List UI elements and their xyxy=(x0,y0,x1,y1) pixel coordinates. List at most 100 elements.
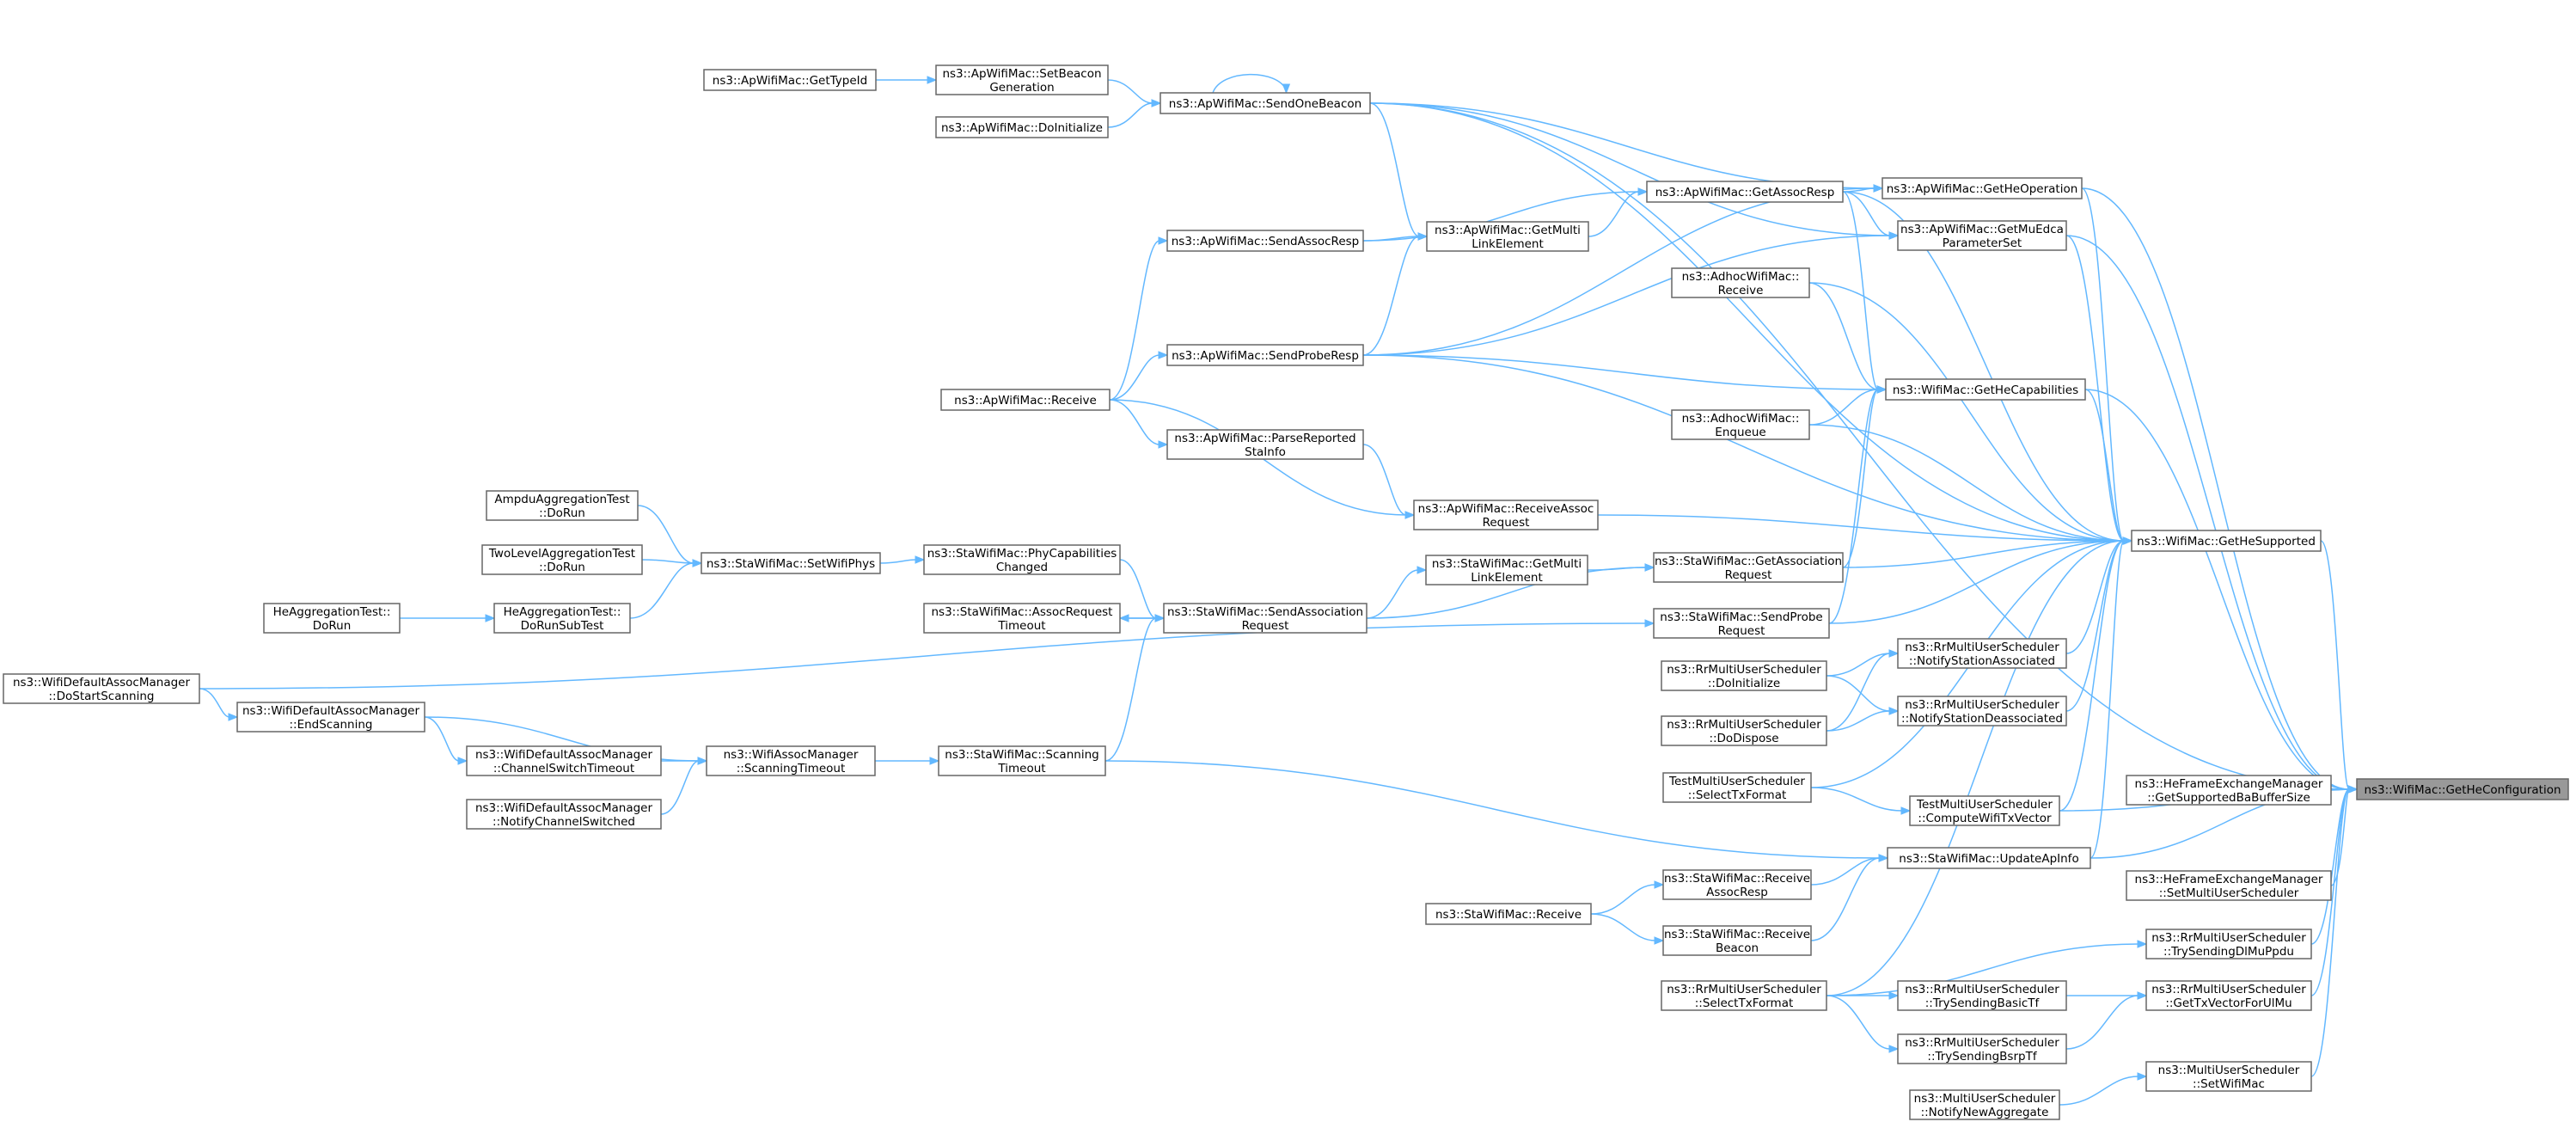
arrowhead-icon xyxy=(915,555,926,564)
node-label: ::TrySendingBasicTf xyxy=(1925,996,2041,1010)
graph-node[interactable]: ns3::WifiDefaultAssocManager::NotifyChan… xyxy=(466,799,662,830)
arrowhead-icon xyxy=(1158,236,1169,245)
arrowhead-icon xyxy=(1654,936,1665,945)
node-label: ::TrySendingDlMuPpdu xyxy=(2163,945,2294,959)
node-box xyxy=(1882,177,2083,199)
call-edge xyxy=(1369,102,2125,542)
arrowhead-icon xyxy=(1873,184,1884,193)
node-box xyxy=(1426,221,1589,252)
call-edge xyxy=(2081,187,2350,790)
node-box xyxy=(1661,715,1827,746)
graph-node[interactable]: ns3::WifiAssocManager::ScanningTimeout xyxy=(706,745,876,776)
graph-node[interactable]: ns3::WifiDefaultAssocManager::ChannelSwi… xyxy=(466,745,662,776)
node-label: ::DoInitialize xyxy=(1708,677,1780,690)
graph-node[interactable]: AmpduAggregationTest::DoRun xyxy=(486,490,639,521)
graph-node[interactable]: ns3::WifiMac::GetHeSupported xyxy=(2131,530,2322,552)
node-box xyxy=(706,745,876,776)
graph-node[interactable]: ns3::RrMultiUserScheduler::DoDispose xyxy=(1661,715,1827,746)
graph-node[interactable]: ns3::ApWifiMac::GetTypeId xyxy=(703,69,877,91)
graph-node[interactable]: ns3::ApWifiMac::GetHeOperation xyxy=(1882,177,2083,199)
node-label: ::TrySendingBsrpTf xyxy=(1927,1050,2037,1064)
call-edge xyxy=(1590,913,1656,941)
graph-node[interactable]: ns3::ApWifiMac::Receive xyxy=(940,389,1111,411)
node-label: ns3::RrMultiUserScheduler xyxy=(2151,931,2306,945)
node-label: ::DoRun xyxy=(539,506,585,520)
call-edge xyxy=(1362,354,1879,390)
node-box xyxy=(1662,925,1812,956)
graph-node[interactable]: ns3::StaWifiMac::UpdateApInfo xyxy=(1887,847,2091,869)
node-label: ns3::WifiMac::GetHeSupported xyxy=(2137,535,2316,549)
graph-node[interactable]: ns3::WifiDefaultAssocManager::EndScannin… xyxy=(236,702,425,733)
node-label: StaInfo xyxy=(1245,445,1286,459)
graph-node[interactable]: ns3::ApWifiMac::DoInitialize xyxy=(935,116,1109,138)
graph-node[interactable]: HeAggregationTest::DoRunSubTest xyxy=(493,603,631,634)
node-label: ns3::RrMultiUserScheduler xyxy=(1905,698,2059,712)
call-edge xyxy=(1842,540,2125,568)
graph-node[interactable]: ns3::HeFrameExchangeManager::GetSupporte… xyxy=(2126,775,2332,806)
graph-node[interactable]: ns3::HeFrameExchangeManager::SetMultiUse… xyxy=(2126,870,2332,901)
node-label: ns3::ApWifiMac::Receive xyxy=(954,394,1097,408)
graph-node[interactable]: ns3::StaWifiMac::SetWifiPhys xyxy=(701,552,881,574)
graph-node[interactable]: TwoLevelAggregationTest::DoRun xyxy=(481,544,643,575)
graph-node[interactable]: ns3::StaWifiMac::Receive xyxy=(1425,903,1592,925)
graph-node[interactable]: ns3::MultiUserScheduler::SetWifiMac xyxy=(2145,1061,2312,1092)
graph-node[interactable]: HeAggregationTest::DoRun xyxy=(263,603,401,634)
arrowhead-icon xyxy=(2137,1072,2148,1081)
graph-node[interactable]: ns3::StaWifiMac::ScanningTimeout xyxy=(938,745,1106,776)
call-edge xyxy=(1597,514,2125,542)
node-box xyxy=(1897,980,2067,1011)
node-box xyxy=(938,745,1106,776)
node-label: ns3::RrMultiUserScheduler xyxy=(1905,641,2059,654)
graph-node[interactable]: ns3::RrMultiUserScheduler::DoInitialize xyxy=(1661,660,1827,691)
graph-node[interactable]: ns3::RrMultiUserScheduler::TrySendingDlM… xyxy=(2145,929,2312,959)
graph-node[interactable]: ns3::ApWifiMac::SendProbeResp xyxy=(1166,344,1364,366)
call-edge xyxy=(1842,389,1879,568)
graph-node[interactable]: ns3::MultiUserScheduler::NotifyNewAggreg… xyxy=(1909,1089,2060,1120)
graph-nodes: ns3::WifiMac::GetHeConfigurationns3::Wif… xyxy=(3,64,2569,1120)
graph-node[interactable]: ns3::RrMultiUserScheduler::NotifyStation… xyxy=(1897,638,2067,669)
graph-node[interactable]: ns3::RrMultiUserScheduler::TrySendingBas… xyxy=(1897,980,2067,1011)
arrowhead-icon xyxy=(1644,563,1655,572)
graph-node[interactable]: ns3::ApWifiMac::SendOneBeacon xyxy=(1160,92,1371,114)
graph-node[interactable]: ns3::WifiDefaultAssocManager::DoStartSca… xyxy=(3,673,200,704)
node-label: ::NotifyStationDeassociated xyxy=(1901,712,2063,726)
root-node[interactable]: ns3::WifiMac::GetHeConfiguration xyxy=(2356,778,2569,800)
graph-node[interactable]: ns3::WifiMac::GetHeCapabilities xyxy=(1885,378,2086,401)
call-edge xyxy=(1842,191,1891,236)
graph-node[interactable]: ns3::ApWifiMac::GetAssocResp xyxy=(1646,181,1844,203)
node-box xyxy=(1653,552,1844,583)
graph-node[interactable]: ns3::AdhocWifiMac::Receive xyxy=(1671,267,1810,298)
graph-node[interactable]: ns3::RrMultiUserScheduler::NotifyStation… xyxy=(1897,696,2067,726)
graph-node[interactable]: ns3::RrMultiUserScheduler::GetTxVectorFo… xyxy=(2145,980,2312,1011)
node-label: Timeout xyxy=(997,762,1045,776)
node-label: ns3::RrMultiUserScheduler xyxy=(1667,663,1821,677)
node-label: Enqueue xyxy=(1715,426,1765,439)
arrowhead-icon xyxy=(1654,880,1665,889)
node-box xyxy=(1160,92,1371,114)
call-edge xyxy=(1828,540,2125,624)
graph-node[interactable]: TestMultiUserScheduler::SelectTxFormat xyxy=(1662,772,1812,803)
node-label: ::ComputeWifiTxVector xyxy=(1918,812,2052,825)
graph-node[interactable]: TestMultiUserScheduler::ComputeWifiTxVec… xyxy=(1909,795,2060,826)
graph-node[interactable]: ns3::AdhocWifiMac::Enqueue xyxy=(1671,409,1810,440)
arrowhead-icon xyxy=(1154,614,1166,622)
call-edge xyxy=(1826,710,1891,732)
graph-node[interactable]: ns3::ApWifiMac::SendAssocResp xyxy=(1166,230,1364,252)
arrowhead-icon xyxy=(1888,1045,1900,1053)
graph-node[interactable]: ns3::RrMultiUserScheduler::SelectTxForma… xyxy=(1661,980,1827,1011)
graph-node[interactable]: ns3::RrMultiUserScheduler::TrySendingBsr… xyxy=(1897,1033,2067,1064)
